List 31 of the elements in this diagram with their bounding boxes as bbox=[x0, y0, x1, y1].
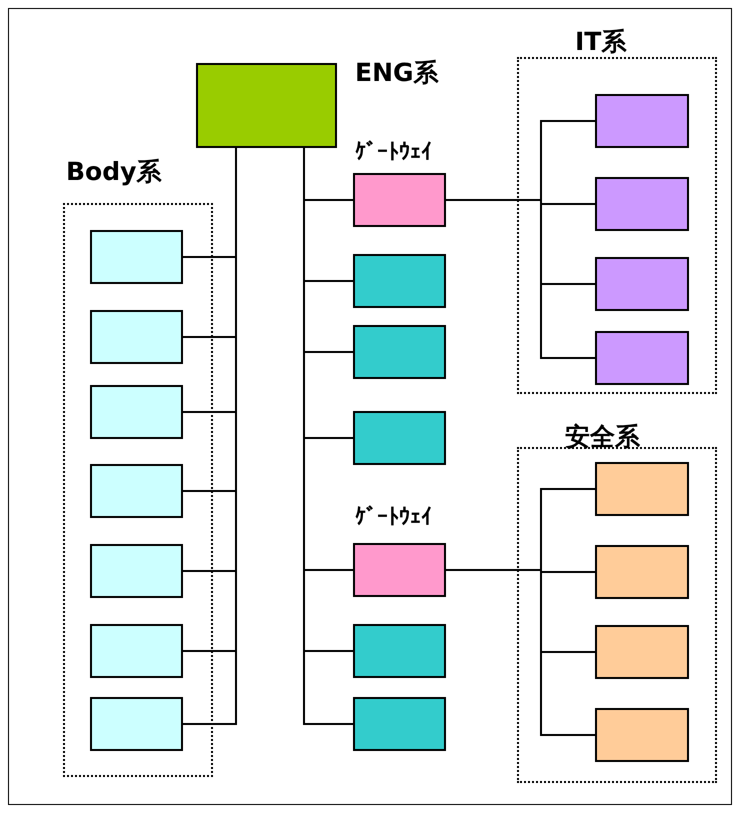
ecu-box bbox=[353, 254, 446, 308]
ecu-box bbox=[90, 385, 183, 439]
ecu-box bbox=[353, 173, 446, 227]
group-title: 安全系 bbox=[565, 422, 640, 452]
ecu-box bbox=[595, 708, 689, 762]
bus-line bbox=[446, 199, 595, 359]
node-caption: ENG系 bbox=[355, 58, 439, 88]
ecu-box bbox=[595, 177, 689, 231]
ecu-box bbox=[595, 462, 689, 516]
ecu-box bbox=[595, 331, 689, 385]
ecu-box bbox=[90, 230, 183, 284]
node-caption: ｹﾞｰﾄｳｪｲ bbox=[355, 504, 432, 532]
group-title: IT系 bbox=[575, 27, 626, 57]
ecu-box bbox=[353, 543, 446, 597]
group-title: Body系 bbox=[66, 157, 162, 187]
bus-line bbox=[446, 569, 595, 736]
ecu-box bbox=[90, 697, 183, 751]
ecu-box bbox=[353, 697, 446, 751]
ecu-box bbox=[353, 325, 446, 379]
ecu-box bbox=[595, 94, 689, 148]
ecu-box bbox=[90, 464, 183, 518]
ecu-box bbox=[353, 411, 446, 465]
ecu-box bbox=[196, 63, 337, 148]
ecu-box bbox=[90, 544, 183, 598]
ecu-box bbox=[90, 310, 183, 364]
ecu-box bbox=[595, 625, 689, 679]
ecu-box bbox=[595, 257, 689, 311]
ecu-box bbox=[595, 545, 689, 599]
ecu-box bbox=[353, 624, 446, 678]
node-caption: ｹﾞｰﾄｳｪｲ bbox=[355, 139, 432, 167]
ecu-box bbox=[90, 624, 183, 678]
